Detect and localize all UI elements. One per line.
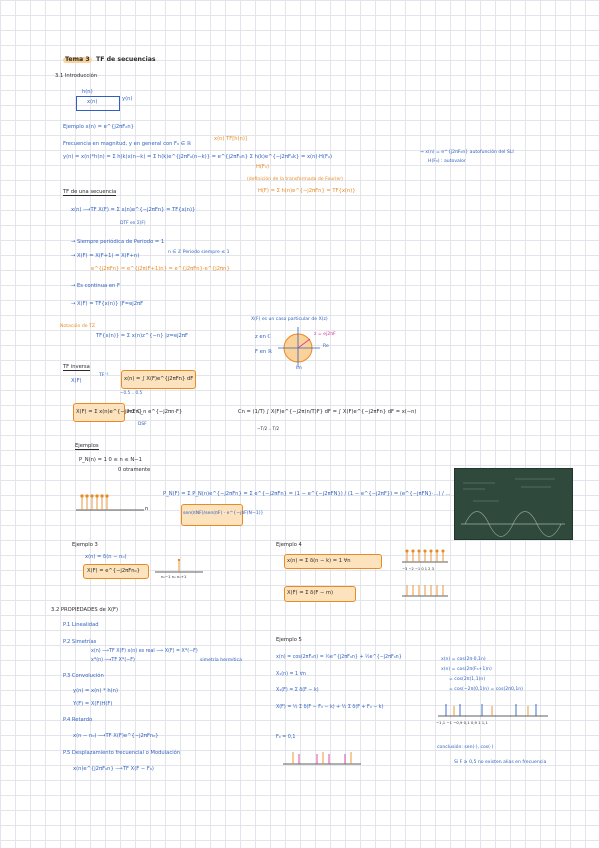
system-input-label: h(n) — [82, 89, 93, 95]
ejemplo-3-heading: Ejemplo 3 — [72, 542, 98, 548]
chalkboard-photo — [454, 468, 573, 540]
ejemplo-4-stem-plot-bottom — [402, 585, 448, 597]
convolution-top-note: x(n) TF[h(n)] — [214, 136, 247, 142]
pn-definition-else: 0 otramente — [118, 467, 151, 473]
definition-note: (definición de la transformada de Fourie… — [247, 177, 343, 182]
dsf-label: DSF — [138, 422, 147, 427]
ejemplo-5-line-3: X₁(F) = Σ δ(F − k) — [276, 688, 319, 693]
property-2-line-b: x*(n) ⟶TF X*(−F) — [91, 658, 135, 663]
ejemplo-5-right-ticks: −1,1 −1 −0,9 0,1 0,9 1 1,1 — [436, 720, 488, 725]
frequency-line: Frecuencia en magnitud, y en general con… — [63, 141, 192, 147]
ejemplo-4-heading: Ejemplo 4 — [276, 542, 302, 548]
pn-result-box — [181, 504, 243, 526]
f-real-note: F en ℝ — [255, 349, 272, 355]
inverse-formula-box — [121, 370, 196, 389]
property-2: P.2 Simetrías — [63, 639, 97, 645]
convolution-equation: y(n) = x(n)*h(n) = Σ h(k)x(n−k) = Σ h(k)… — [63, 154, 333, 160]
ejemplo-5-right-2: x(n) = cos(2π(F₀+1)n) — [441, 667, 492, 672]
pn-stem-plot — [76, 494, 144, 511]
page-title: TF de secuencias — [96, 56, 156, 63]
z-complex-note: z en ℂ — [255, 334, 272, 340]
ejemplo-3-ticks: n₀−1 n₀ n₀+1 — [161, 574, 187, 579]
tf-definition: x(n) ⟶TF X(F) = Σ x(n)e^{−j2πFn} = TF{x(… — [71, 207, 196, 213]
real-axis-label: Re — [323, 344, 329, 349]
inverse-arrow-label: TF⁻¹ — [99, 373, 109, 378]
ejemplo-5-spectrum-right — [438, 704, 548, 717]
property-2-hermitian: simetría hermítica — [200, 658, 242, 663]
ejemplo-4-result: X(F) = Σ δ(F − m) — [287, 590, 334, 596]
property-2-line-a: x(n) ⟶TF X(F) x(n) es real ⟶ X(F) = X*(−… — [91, 649, 198, 654]
autofunction-note: → x(n) = e^{j2πF₀n} autofunción del SLI — [420, 150, 514, 155]
continuous-equation: → X(F) = TF{x(n)} |F=ej2πF — [71, 301, 144, 307]
inverse-formula: x(n) = ∫ X(F)e^{j2πFn} dF — [124, 376, 194, 382]
ejemplo-3-stem-plot — [155, 558, 203, 573]
ejemplo-4-result-box — [284, 586, 356, 602]
periodic-exponential: e^{j2πFn} = e^{j2π(F+1)n} = e^{j2πFn}·e^… — [91, 266, 230, 272]
ejemplo-3-result-box — [83, 564, 149, 579]
imag-axis-label: Im — [296, 366, 302, 371]
ejemplo-5-line-4: X(F) = ½ Σ δ(F − F₀ − k) + ½ Σ δ(F + F₀ … — [276, 705, 384, 710]
tf-sequence-heading: TF de una secuencia — [63, 189, 117, 196]
synthesis-box — [73, 403, 125, 422]
synthesis-equation: X(F) = Σ x(n)e^{−j2πFn} — [76, 409, 143, 415]
ejemplo-3-x: x(n) = δ(n − n₀) — [85, 554, 127, 560]
ejemplo-5-spectrum-left — [283, 752, 361, 765]
pn-axis-n: n — [145, 506, 149, 512]
ejemplo-5-right-4: = cos(−2π(0,1)n) = cos(2π0,1n) — [449, 687, 523, 692]
tz-equation: TF{x(n)} = Σ x(n)z^{−n} |z=ej2πF — [96, 333, 188, 339]
ejemplos-heading: Ejemplos — [75, 443, 99, 450]
property-3: P.3 Convolución — [63, 673, 104, 679]
ejemplo-4-x: x(n) = Σ δ(n − k) = 1 ∀n — [287, 558, 351, 564]
convolution-under-note: H(F₀) — [256, 164, 270, 170]
tf-inverse-heading: TF inversa — [63, 364, 90, 371]
section-3-1-heading: 3.1 Introducción — [55, 73, 98, 79]
particular-case-note: X(F) es un caso particular de X(z) — [251, 317, 328, 322]
ejemplo-3-result: X(F) = e^{−j2πFn₀} — [87, 568, 140, 574]
unit-circle-label: z = ej2πF — [314, 332, 336, 337]
property-4: P.4 Retardo — [63, 717, 93, 723]
system-block-label: x(n) — [87, 99, 98, 105]
periodic-note: → Siempre periódica de Periodo = 1 — [71, 239, 165, 245]
cn-limits: −T/2 .. T/2 — [257, 426, 280, 431]
cn-equation: Cn = (1/T) ∫ X(F)e^{−j2π(n/T)F} dF = ∫ X… — [238, 409, 417, 415]
property-1: P.1 Linealidad — [63, 622, 99, 628]
property-3-line-a: y(n) = x(n) * h(n) — [73, 688, 118, 694]
inverse-lhs: X(F) — [71, 378, 82, 384]
section-3-2-heading: 3.2 PROPIEDADES de X(F) — [51, 607, 119, 613]
synthesis-dsf-equation: = Σ C_n e^{−j2πn·F} — [126, 409, 183, 415]
ejemplo-5-line-1: x(n) = cos(2πF₀n) = ½e^{j2πF₀n} + ½e^{−j… — [276, 655, 402, 660]
ejemplo-5-alias-note: Si F ≥ 0,5 no existen alias en frecuenci… — [454, 760, 547, 765]
autovalue-note: H(F₀) : autovalor — [428, 159, 466, 164]
ejemplo-5-right-3: = cos(2π(1,1)n) — [449, 677, 486, 682]
chalkboard-drawing — [461, 478, 565, 537]
periodic-equation: → X(F) = X(F+1) = X(F+n) — [71, 253, 140, 259]
tz-notation-note: Notación de TZ — [60, 324, 96, 329]
ejemplo-5-right-1: x(n) = cos(2π·0,1n) — [441, 657, 486, 662]
property-3-line-b: Y(F) = X(F)H(F) — [73, 701, 113, 707]
continuous-note: → Es continua en F — [71, 283, 120, 289]
inverse-limits: −0.5 .. 0.5 — [120, 390, 143, 395]
ejemplo-5-line-5: F₀ = 0,1 — [276, 735, 296, 740]
property-5-line: x(n)e^{j2πF₀n} ⟶TF X(F − F₀) — [73, 766, 154, 772]
tf-definition-note: DTF en Σ(F) — [120, 221, 146, 226]
pn-definition: P_N(n) = 1 0 ≤ n ≤ N−1 — [79, 457, 142, 463]
ejemplo-5-conclusion: conclusión: sen(·), cos(·) — [437, 745, 494, 750]
topic-tag: Tema 3 — [63, 56, 92, 63]
pn-fourier: P_N(F) = Σ P_N(n)e^{−j2πFn} = Σ e^{−j2πF… — [163, 491, 451, 497]
periodic-brace-note: n ∈ ℤ Periodo siempre ≤ 1 — [168, 250, 230, 255]
h-of-f-definition: H(F) = Σ h(n)e^{−j2πFn} = TF{x(n)} — [258, 188, 356, 194]
ejemplo-5-line-2: X₁(n) = 1 ∀n — [276, 672, 306, 677]
ejemplo-line: Ejemplo x(n) = e^{j2πF₀n} — [63, 124, 134, 130]
system-output-label: y(n) — [122, 96, 133, 102]
ejemplo-4-stem-plot-top — [402, 549, 448, 563]
property-4-line: x(n − n₀) ⟶TF X(F)e^{−j2πFn₀} — [73, 733, 159, 739]
system-block — [76, 96, 120, 111]
property-5: P.5 Desplazamiento frecuencial o Modulac… — [63, 750, 181, 756]
unit-circle-diagram — [278, 327, 320, 367]
pn-result: sen(πNF)/sen(πF) · e^{−jπF(N−1)} — [183, 511, 264, 516]
ejemplo-5-heading: Ejemplo 5 — [276, 637, 302, 643]
ejemplo-4-x-box — [284, 554, 382, 569]
ejemplo-4-ticks: −3 −2 −1 0 1 2 3 — [402, 567, 434, 571]
